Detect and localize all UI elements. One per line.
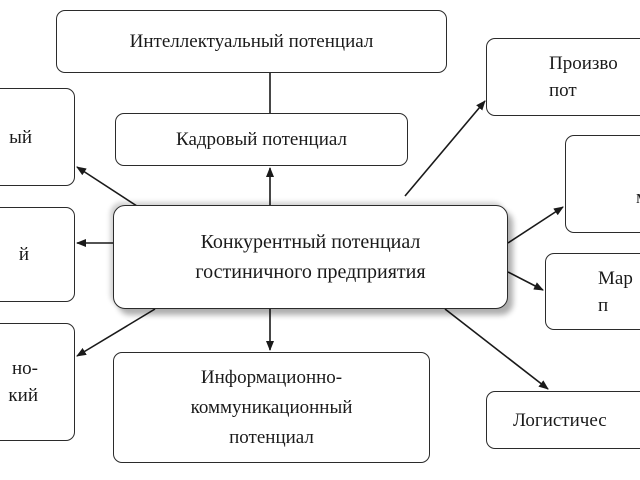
node-right-upper-middle-label: м	[636, 157, 640, 211]
node-left-middle: й	[0, 207, 75, 302]
node-right-upper-middle: м	[565, 135, 640, 233]
edge-center-right-lower-middle	[507, 271, 544, 291]
node-intellectual-potential: Интеллектуальный потенциал	[56, 10, 447, 73]
node-left-bottom-label: но- кий	[8, 358, 38, 406]
node-competitive-potential: Конкурентный потенциал гостиничного пред…	[113, 205, 508, 309]
edge-center-right-top	[404, 100, 486, 197]
node-intellectual-potential-label: Интеллектуальный потенциал	[129, 31, 374, 52]
node-right-bottom-label: Логистичес	[513, 409, 607, 431]
node-information-potential-label: Информационно- коммуникационный потенциа…	[190, 366, 353, 448]
edge-center-right-bottom	[444, 308, 549, 390]
node-left-bottom: но- кий	[0, 323, 75, 441]
node-left-top-label: ый	[9, 126, 32, 148]
edge-center-right-upper-middle	[507, 206, 564, 244]
edge-center-left-bottom	[76, 308, 156, 357]
node-personnel-potential-label: Кадровый потенциал	[176, 129, 347, 150]
node-left-top: ый	[0, 88, 75, 186]
edge-center-left-top	[76, 166, 141, 209]
node-left-middle-label: й	[18, 244, 29, 265]
node-right-lower-middle: Мар п	[545, 253, 640, 330]
node-competitive-potential-label: Конкурентный потенциал гостиничного пред…	[195, 231, 426, 283]
node-right-top-label: Произво пот	[549, 53, 618, 101]
node-right-bottom: Логистичес	[486, 391, 640, 449]
node-right-top: Произво пот	[486, 38, 640, 116]
node-personnel-potential: Кадровый потенциал	[115, 113, 408, 166]
node-information-potential: Информационно- коммуникационный потенциа…	[113, 352, 430, 463]
node-right-lower-middle-label: Мар п	[598, 267, 633, 316]
